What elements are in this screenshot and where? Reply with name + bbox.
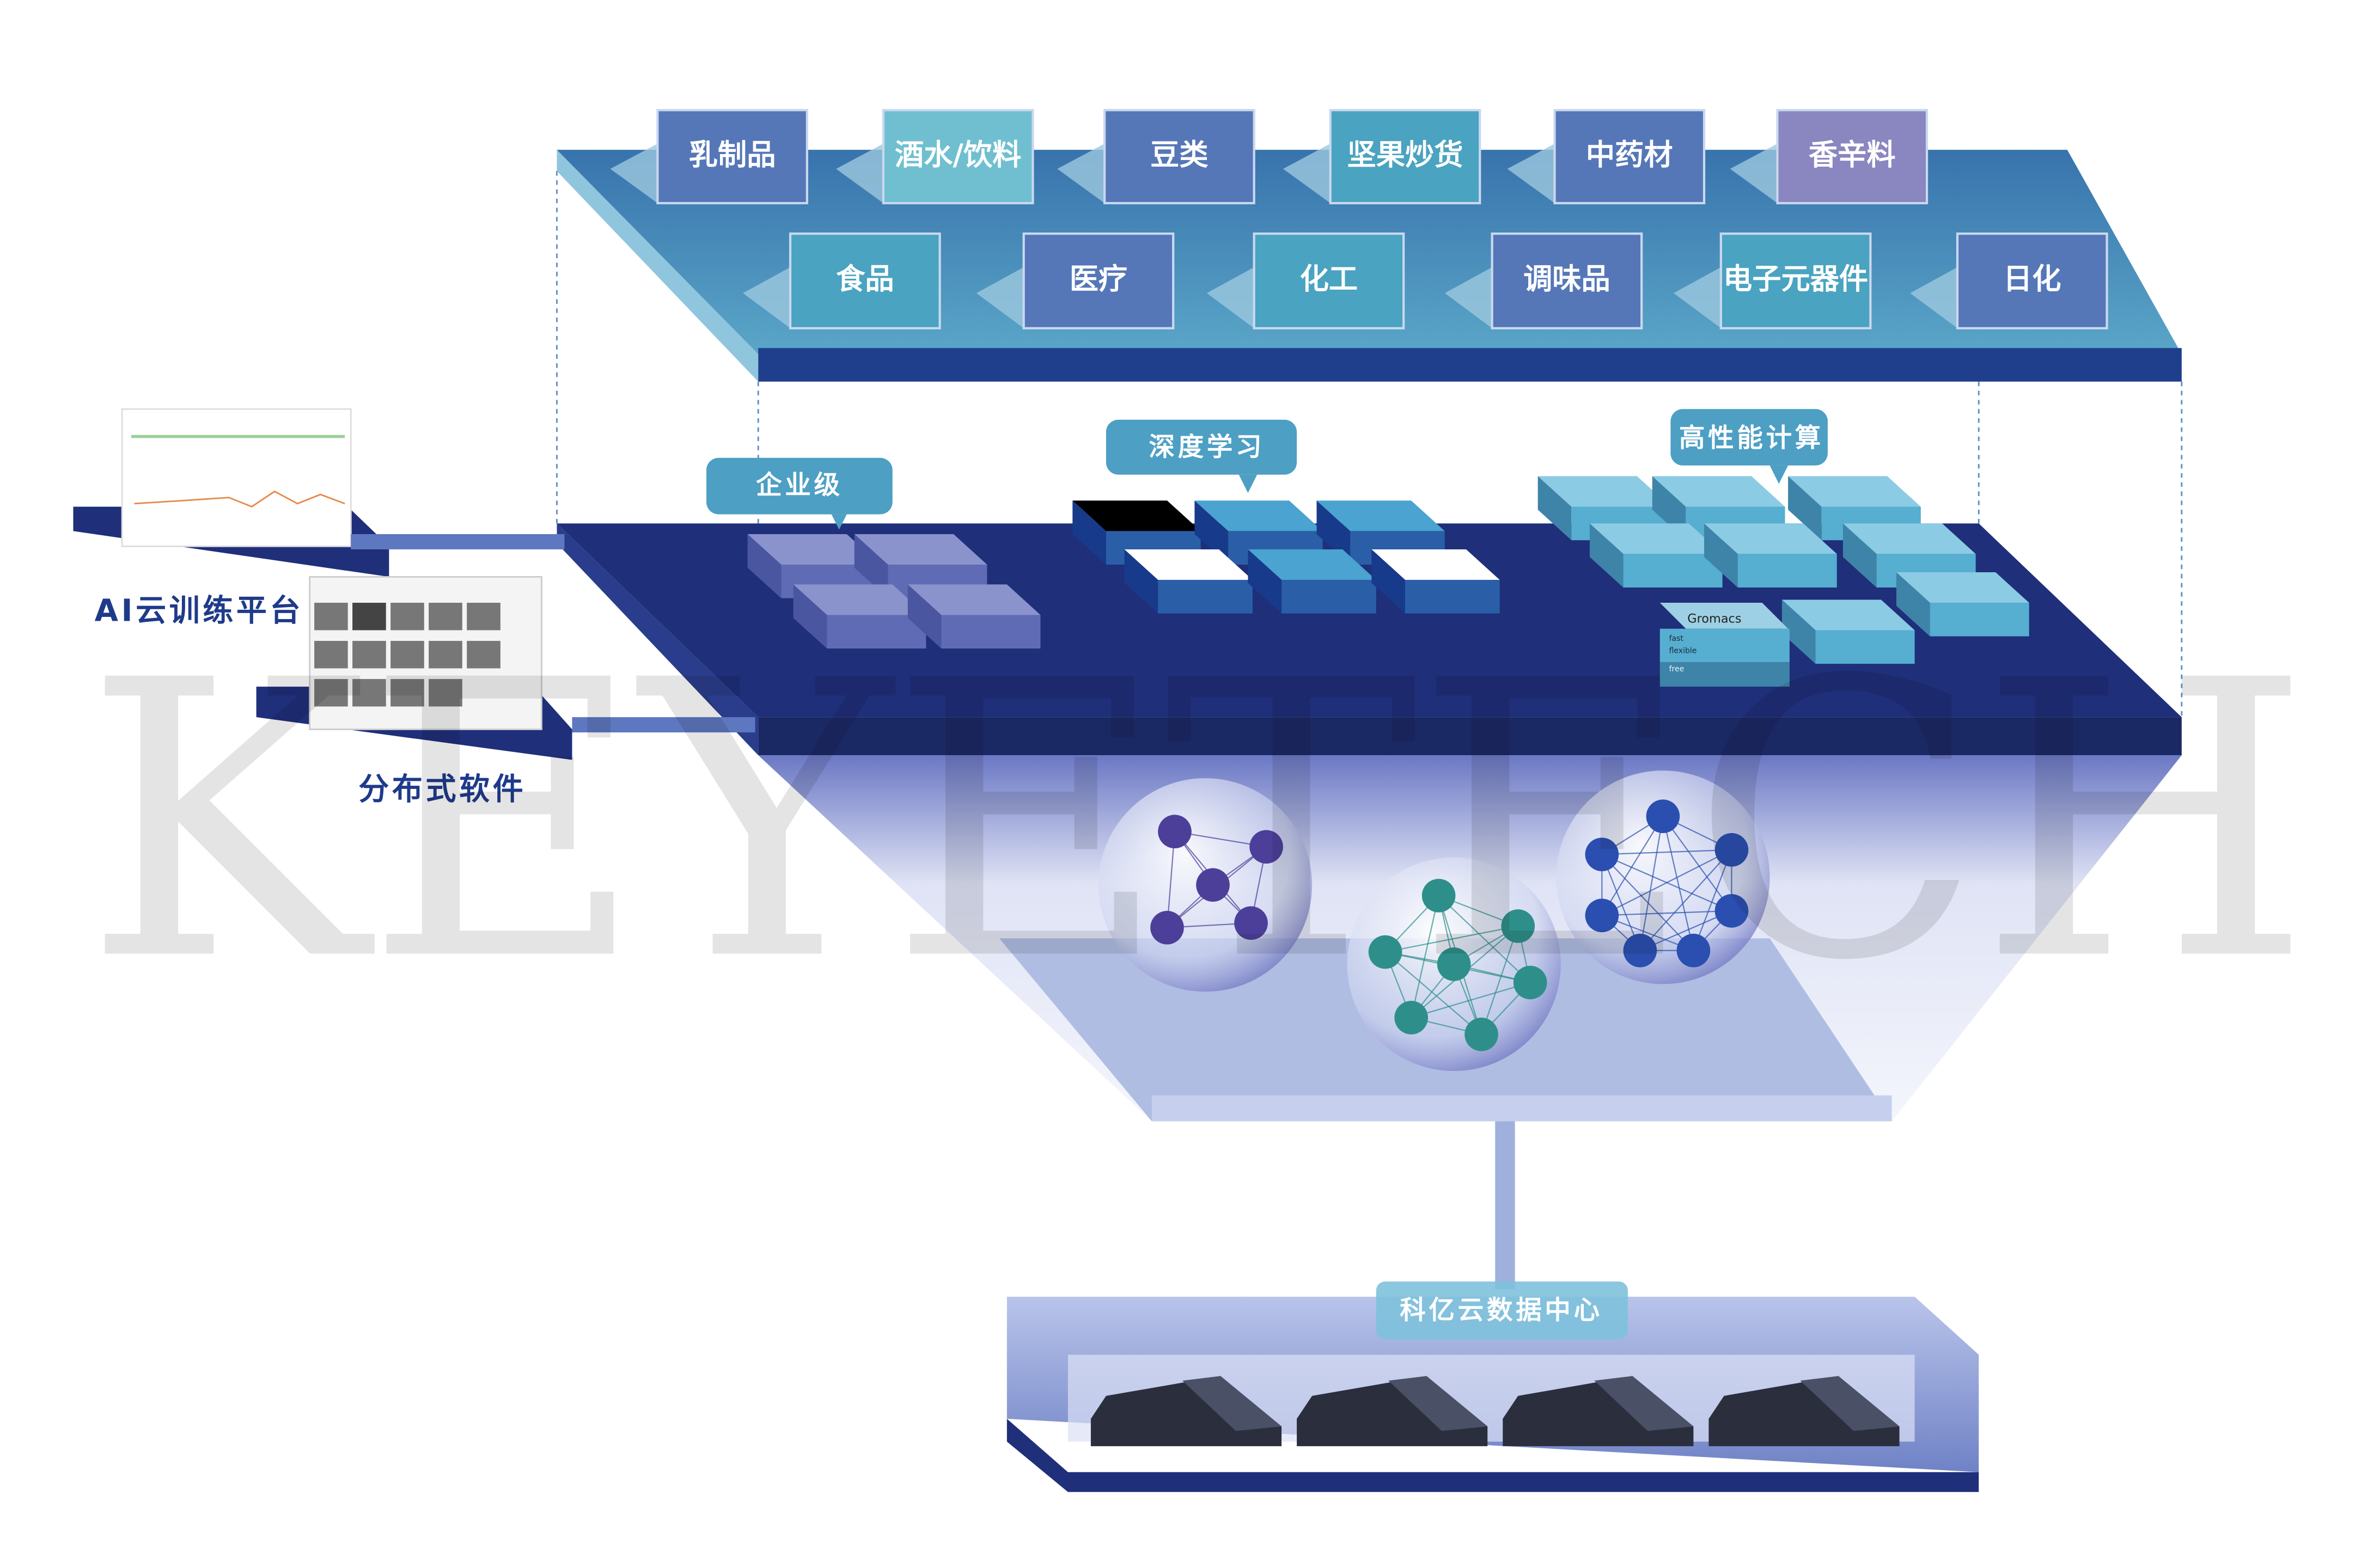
hpc-tile [1896,572,2029,636]
network-node [1585,837,1619,872]
distributed-software-label: 分布式软件 [358,772,526,807]
network-sphere [1098,778,1313,992]
ai-platform: AI云训练平台 [73,408,565,629]
ai-platform-label: AI云训练平台 [95,593,303,629]
network-node [1368,935,1402,969]
industry-tile: 电子元器件 [1674,232,1872,329]
gromacs-title: Gromacs [1687,611,1741,626]
network-node [1646,799,1680,834]
industries-row2-1: 医疗 [1070,262,1127,296]
gromacs-tagline-2: free [1669,665,1685,674]
industry-tile: 坚果炒货 [1283,109,1481,205]
platform-labels-hpc: 高性能计算 [1679,423,1824,453]
hpc-tile [1589,523,1723,588]
callout-hpc: 高性能计算 [1670,409,1828,484]
industry-tile: 化工 [1206,232,1405,329]
deep-learning-tile [1072,500,1201,565]
server-rack-icon [1090,1376,1282,1447]
distributed-software: 分布式软件 [256,576,755,807]
gromacs-tagline-1: flexible [1669,646,1697,655]
industry-tile: 豆类 [1057,109,1255,205]
gromacs-tile: Gromacs fast flexible free [1659,603,1790,687]
enterprise-tile [854,534,987,598]
industry-tile: 医疗 [976,232,1175,329]
network-node [1158,815,1192,849]
server-rack-icon [1503,1376,1694,1447]
deep-learning-tile [1248,549,1376,614]
platform-labels-deep-learning: 深度学习 [1149,432,1265,462]
industries-row2-0: 食品 [836,262,894,296]
industry-tile: 乳制品 [610,109,808,205]
deep-learning-tile [1124,549,1253,614]
industries-row2-2: 化工 [1300,262,1358,296]
platform-labels-enterprise: 企业级 [756,470,843,500]
enterprise-tile [907,584,1041,649]
industry-tile: 酒水/饮料 [836,109,1034,205]
network-node [1196,868,1230,902]
callout-deep-learning: 深度学习 [1106,419,1297,493]
connector [1495,1121,1515,1289]
network-node [1623,933,1657,968]
callout-enterprise: 企业级 [706,457,893,530]
gromacs-tagline-0: fast [1669,634,1684,643]
network-node [1501,909,1535,943]
enterprise-tile [793,584,926,649]
industry-tile: 香辛料 [1730,109,1929,205]
network-node [1714,833,1749,867]
industries-row2-4: 电子元器件 [1723,262,1868,296]
industries-row1-3: 坚果炒货 [1347,138,1463,172]
network-node [1437,947,1471,981]
industries-row1-1: 酒水/饮料 [895,138,1021,172]
network-node [1249,830,1283,864]
industries-row1-4: 中药材 [1586,138,1673,172]
datacenter-label: 科亿云数据中心 [1400,1296,1602,1326]
network-node [1714,894,1749,928]
network-node [1150,910,1184,945]
server-rack-icon [1708,1376,1900,1447]
deep-learning-tile [1371,549,1500,614]
hpc-tile [1781,599,1915,664]
industry-tile: 调味品 [1444,232,1643,329]
network-node [1394,1001,1428,1035]
network-node [1585,898,1619,933]
hpc-tile [1704,523,1837,588]
deep-learning-tile [1316,500,1445,565]
network-node [1234,906,1268,940]
industry-tile: 食品 [743,232,941,329]
network-node [1421,879,1456,913]
server-rack-icon [1297,1376,1488,1447]
industry-tile: 日化 [1910,232,2108,329]
industries-row1-0: 乳制品 [689,138,776,172]
network-node [1464,1017,1498,1051]
network-sphere [1347,857,1561,1072]
network-node [1513,965,1547,1000]
industries-row2-5: 日化 [2003,262,2061,296]
industries-row1-5: 香辛料 [1809,138,1896,172]
industries-row1-2: 豆类 [1150,138,1209,172]
industry-tile: 中药材 [1507,109,1706,205]
industries-row2-3: 调味品 [1523,262,1610,296]
network-node [1676,933,1711,968]
network-sphere [1556,770,1770,984]
